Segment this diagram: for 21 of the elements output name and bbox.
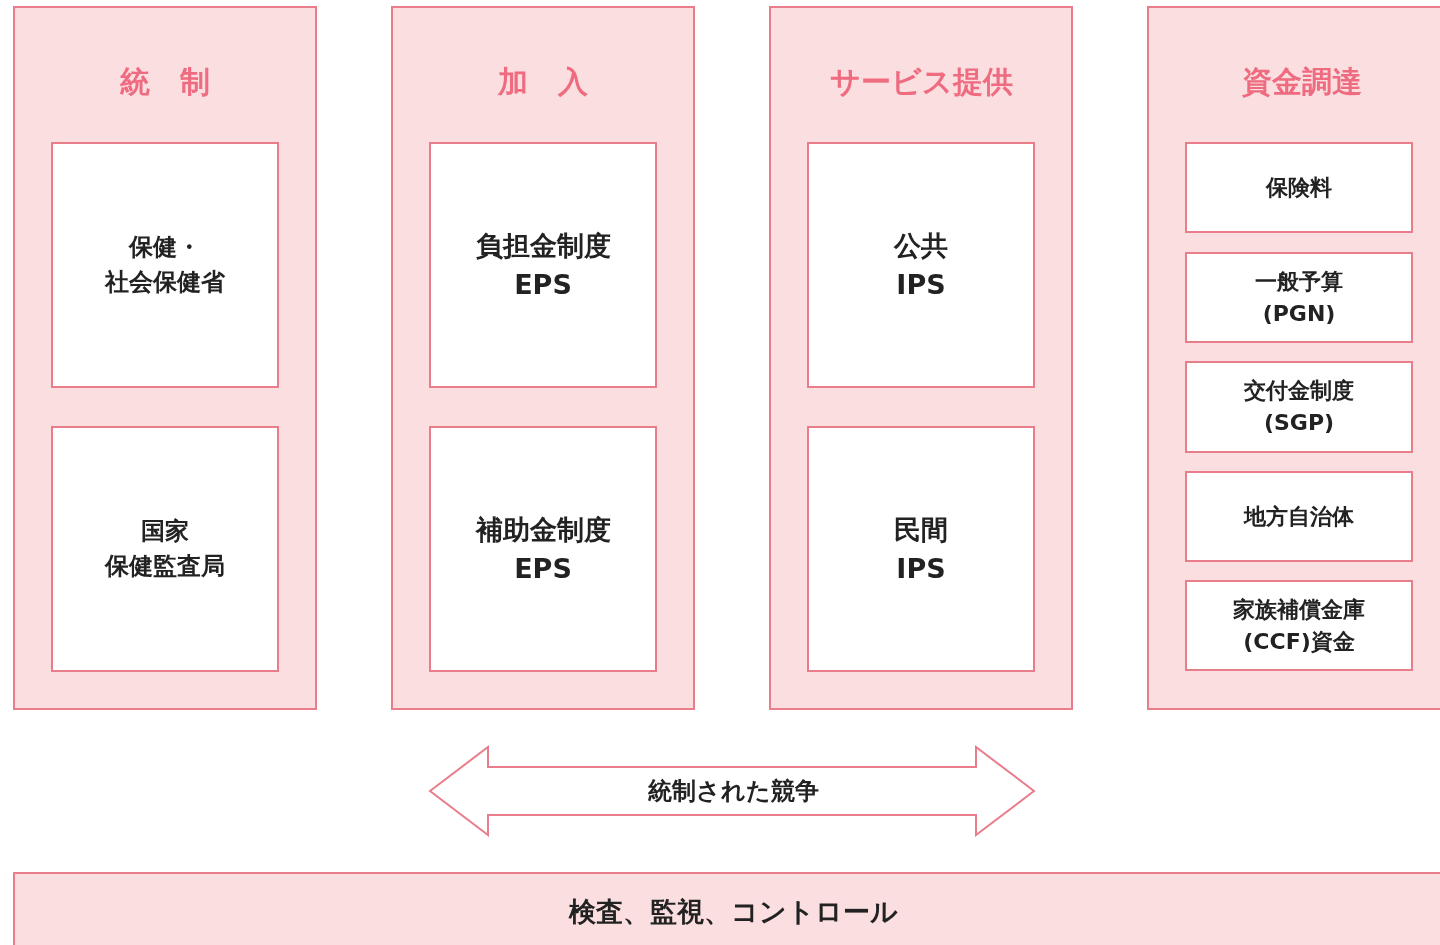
text-box: 民間IPS	[807, 426, 1035, 672]
bottom-band: 検査、監視、コントロール	[13, 872, 1440, 945]
column-heading: 統 制	[119, 63, 211, 101]
column-panel	[769, 6, 1073, 710]
text-box: 補助金制度EPS	[429, 426, 657, 672]
text-box: 公共IPS	[807, 142, 1035, 388]
text-box: 負担金制度EPS	[429, 142, 657, 388]
column-panel	[391, 6, 695, 710]
column-heading: 加 入	[496, 63, 589, 101]
text-box: 保険料	[1185, 142, 1413, 233]
column-panel	[13, 6, 317, 710]
column-heading: サービス提供	[828, 63, 1014, 101]
text-box: 保健・社会保健省	[51, 142, 279, 388]
column-heading: 資金調達	[1241, 63, 1363, 101]
text-box: 家族補償金庫(CCF)資金	[1185, 580, 1413, 671]
double-arrow: 統制された競争	[428, 745, 1038, 837]
column-panel	[1147, 6, 1440, 710]
text-box: 国家保健監査局	[51, 426, 279, 672]
text-box: 地方自治体	[1185, 471, 1413, 562]
text-box: 一般予算(PGN)	[1185, 252, 1413, 343]
text-box: 交付金制度(SGP)	[1185, 361, 1413, 453]
